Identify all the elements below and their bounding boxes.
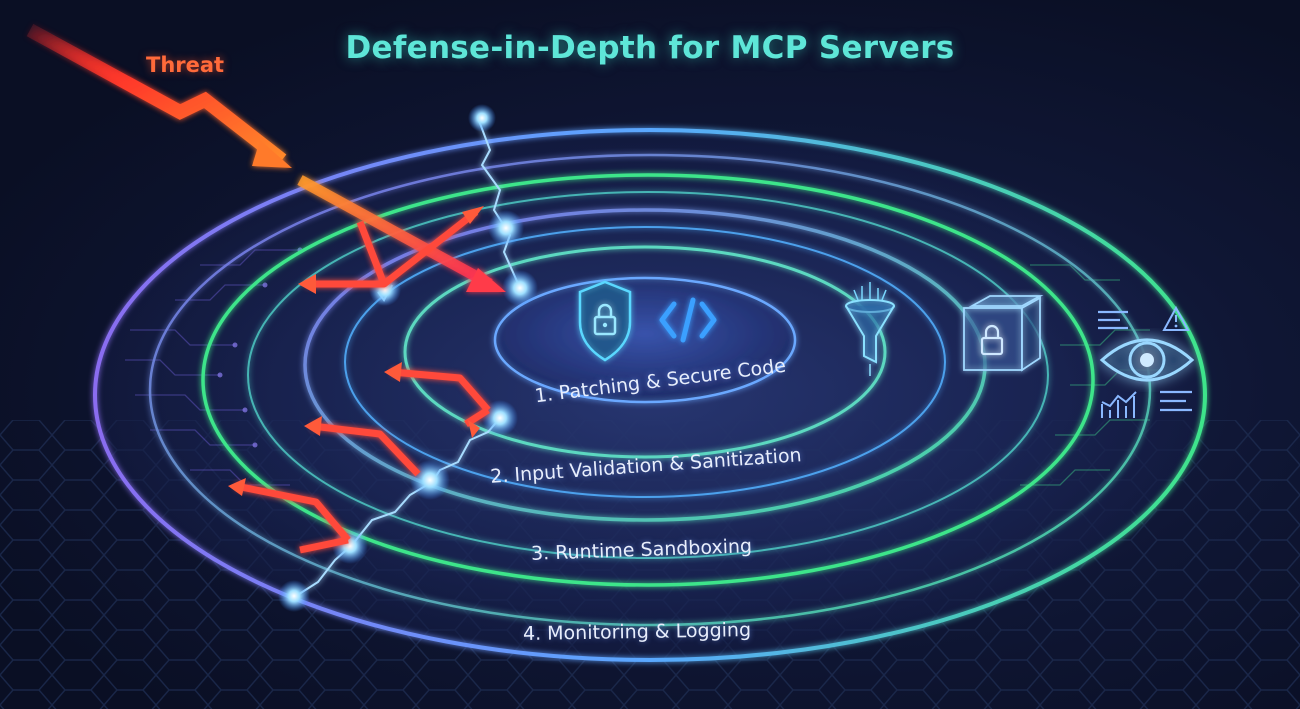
- bar-chart-icon: [1101, 391, 1137, 418]
- diagram-title: Defense-in-Depth for MCP Servers: [345, 30, 955, 66]
- warning-icon: [1162, 305, 1190, 331]
- ring-3: [201, 173, 1095, 587]
- shield-lock-icon: [578, 280, 632, 362]
- ring-4-outer: [93, 128, 1207, 662]
- eye-icon: [1099, 338, 1195, 382]
- deflected-arrowheads: [228, 206, 484, 496]
- threat-arrow: [26, 23, 506, 292]
- ring-1: [403, 245, 887, 459]
- locked-cube-icon: [963, 295, 1044, 372]
- threat-label: Threat: [146, 53, 225, 77]
- layer-4-label: 4. Monitoring & Logging: [522, 619, 752, 645]
- deflected-arrows: [235, 209, 491, 554]
- log-list-icon: [1098, 310, 1128, 330]
- defense-rings: [93, 128, 1207, 662]
- log-lines-icon: [1160, 390, 1192, 412]
- code-brackets-icon: [659, 297, 717, 343]
- funnel-filter-icon: [845, 282, 895, 376]
- core-disc: [493, 276, 797, 404]
